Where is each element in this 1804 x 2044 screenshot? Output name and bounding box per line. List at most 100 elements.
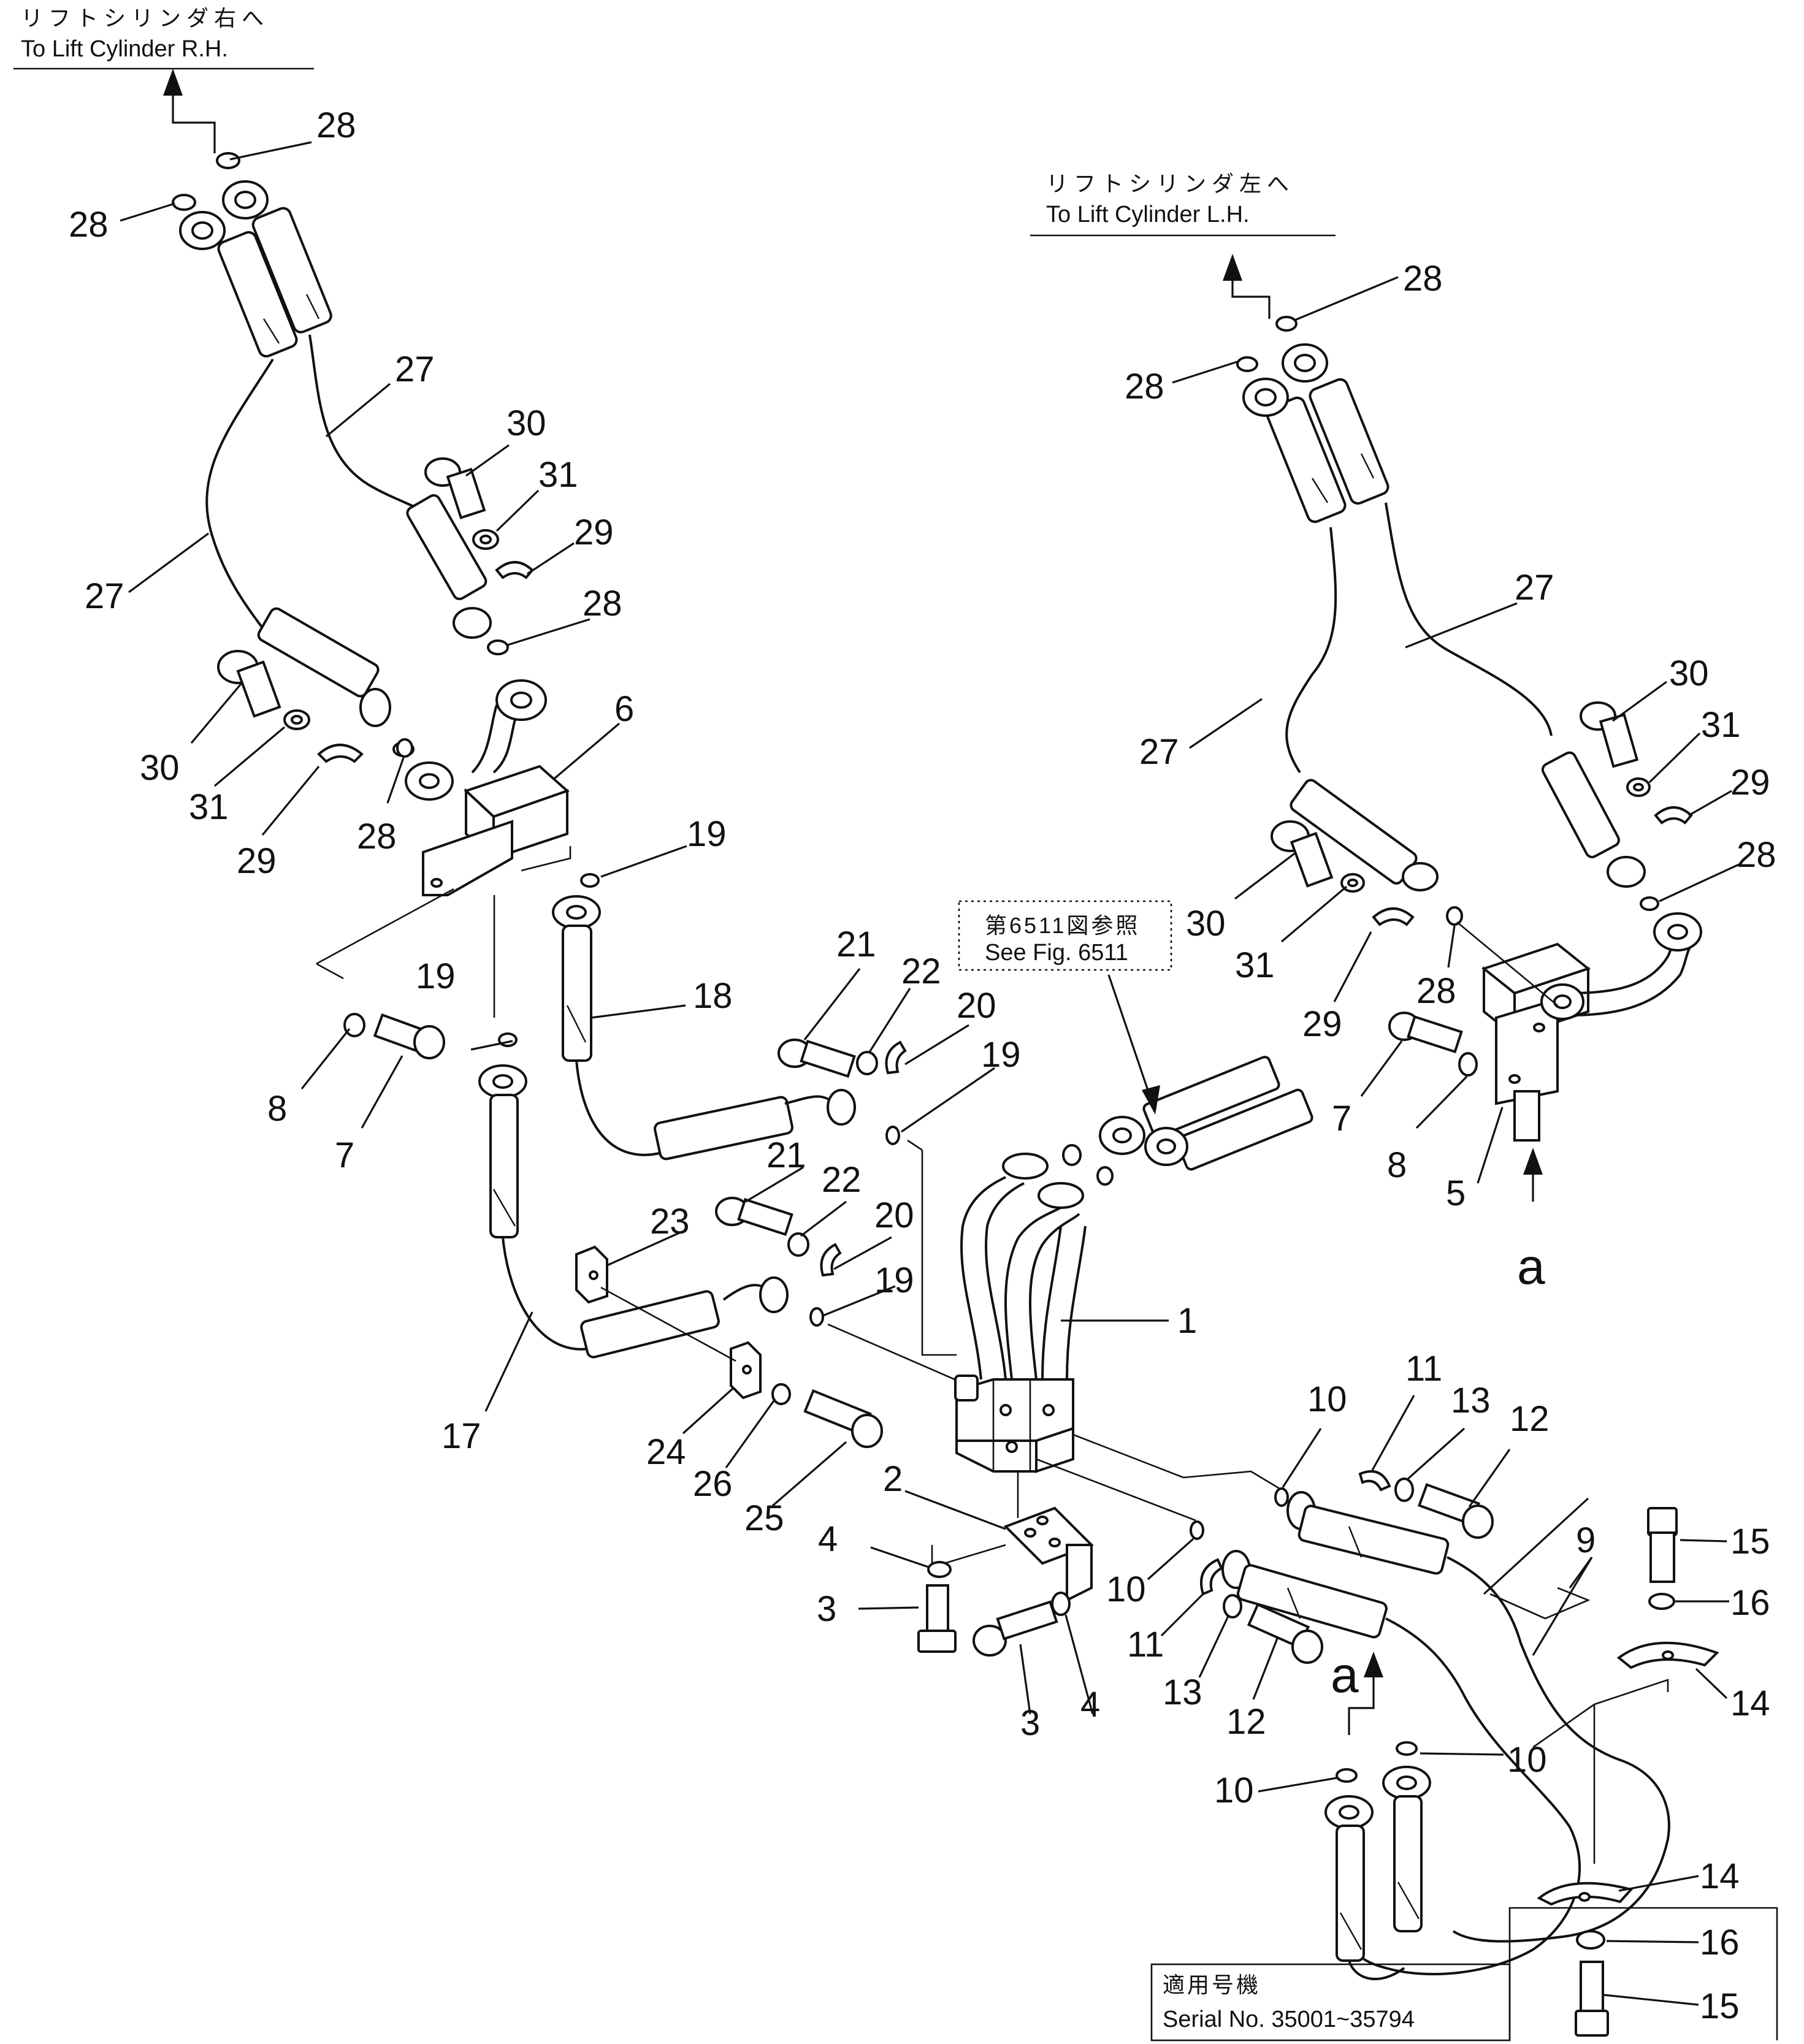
serial-en: Serial No. 35001~35794 <box>1163 2007 1415 2032</box>
callout: 22 <box>901 951 941 991</box>
bracket-2 <box>1003 1506 1094 1603</box>
bolt-25 <box>803 1389 883 1448</box>
callout: 27 <box>395 349 435 389</box>
callout: 30 <box>1669 654 1709 693</box>
clamp-20-lower <box>820 1243 842 1277</box>
note-to-lift-cylinder-rh: リフトシリンダ右へ To Lift Cylinder R.H. <box>13 6 314 70</box>
callout: 3 <box>1020 1703 1040 1743</box>
washer-31-left-a <box>472 529 499 550</box>
callout-numbers: 28 28 27 27 30 31 29 28 30 31 29 28 6 19… <box>69 105 1776 2026</box>
callout: 28 <box>1403 259 1443 299</box>
hose-17 <box>478 1064 789 1359</box>
serial-jp: 適用号機 <box>1163 1972 1261 1997</box>
callout: 14 <box>1700 1856 1740 1896</box>
callout: 30 <box>506 403 546 443</box>
callout: 31 <box>538 455 578 495</box>
callout: 31 <box>1235 945 1275 985</box>
callout: 28 <box>69 205 109 245</box>
washer-22-upper <box>856 1051 878 1075</box>
washer-31-right-a <box>1626 777 1651 797</box>
callout: 10 <box>1106 1569 1146 1609</box>
oring-10-a <box>1274 1487 1289 1507</box>
callout: 27 <box>1139 732 1179 772</box>
oring-10-d <box>1336 1768 1358 1783</box>
hose-lower-bottom-pair <box>1324 1766 1431 1980</box>
block-5-right <box>1481 912 1702 1142</box>
callout: 4 <box>818 1519 838 1559</box>
callout: 15 <box>1700 1986 1740 2026</box>
hose-lower-lower <box>1221 1550 1581 1975</box>
callout: 12 <box>1226 1702 1266 1742</box>
bolt-30-right-b <box>1271 820 1334 888</box>
washer-4-right <box>1051 1592 1071 1616</box>
callout: 13 <box>1451 1381 1491 1421</box>
callout: 2 <box>883 1459 903 1499</box>
callout: 15 <box>1730 1522 1770 1562</box>
bolt-12-lower <box>1247 1603 1323 1664</box>
callout: 29 <box>1730 763 1770 803</box>
clamp-14-lower <box>1537 1882 1634 1906</box>
clamp-29-left-b <box>317 744 364 763</box>
washer-26 <box>771 1383 791 1405</box>
callout: 31 <box>1701 705 1741 745</box>
clamp-14-upper <box>1616 1641 1719 1669</box>
bolt-12-upper <box>1417 1483 1494 1539</box>
leader-lines <box>120 141 1740 2006</box>
clamp-24 <box>730 1341 762 1400</box>
callout: 20 <box>957 986 996 1026</box>
callout: 18 <box>693 976 733 1016</box>
callout: 13 <box>1163 1672 1202 1712</box>
callout: 27 <box>1515 568 1554 608</box>
washer-13-lower <box>1223 1594 1242 1619</box>
callout: 4 <box>1080 1685 1100 1725</box>
clamp-29-right-b <box>1372 907 1415 926</box>
bolt-3-left <box>917 1584 957 1653</box>
note-rh-jp: リフトシリンダ右へ <box>21 6 269 31</box>
hose-27-left-assembly <box>172 152 509 757</box>
bolt-21-lower <box>715 1197 793 1237</box>
view-marker-a-lower: a <box>1331 1647 1359 1703</box>
oring-10-b <box>1190 1520 1204 1540</box>
note-lh-en: To Lift Cylinder L.H. <box>1046 202 1250 227</box>
callout: 11 <box>1127 1625 1164 1665</box>
washer-22-lower <box>787 1232 809 1257</box>
note-see-fig: 第6511図参照 See Fig. 6511 <box>958 900 1172 971</box>
callout: 29 <box>237 841 277 881</box>
callout: 28 <box>1416 971 1456 1011</box>
callout: 29 <box>1302 1004 1342 1044</box>
bolt-30-right-a <box>1580 701 1639 768</box>
callout: 30 <box>1186 904 1226 944</box>
callout: 19 <box>416 956 456 996</box>
valve-block-center <box>954 1375 1074 1473</box>
oring-10-c <box>1396 1741 1418 1756</box>
callout: 21 <box>836 925 876 964</box>
oring-19-upper <box>885 1126 900 1145</box>
oring-19-lower <box>809 1307 824 1327</box>
callout: 28 <box>316 105 356 145</box>
washer-8-right <box>1458 1052 1478 1077</box>
bolt-30-left-b <box>217 650 281 718</box>
tube-assembly-1 <box>960 1144 1114 1380</box>
serial-number-box: 適用号機 Serial No. 35001~35794 <box>1150 1963 1511 2042</box>
washer-8-left <box>343 1013 365 1037</box>
bolt-21-upper <box>778 1039 856 1078</box>
callout: 10 <box>1214 1771 1254 1810</box>
note-fig-en: See Fig. 6511 <box>985 940 1128 966</box>
note-fig-jp: 第6511図参照 <box>985 913 1140 938</box>
callout: 30 <box>140 748 180 788</box>
bolt-15-upper <box>1647 1507 1678 1583</box>
callout: 9 <box>1576 1520 1596 1560</box>
washer-13-upper <box>1394 1478 1414 1502</box>
clamp-29-right-a <box>1654 806 1693 825</box>
callout: 19 <box>874 1260 914 1300</box>
callout: 10 <box>1307 1379 1347 1419</box>
callout: 6 <box>614 689 634 729</box>
flange-assembly-fig6511 <box>1099 1056 1313 1171</box>
callout: 21 <box>766 1135 806 1175</box>
callout: 7 <box>335 1135 354 1175</box>
callout: 5 <box>1446 1173 1466 1213</box>
callout: 19 <box>981 1035 1021 1075</box>
callout: 25 <box>744 1498 784 1538</box>
callout: 8 <box>267 1089 287 1129</box>
